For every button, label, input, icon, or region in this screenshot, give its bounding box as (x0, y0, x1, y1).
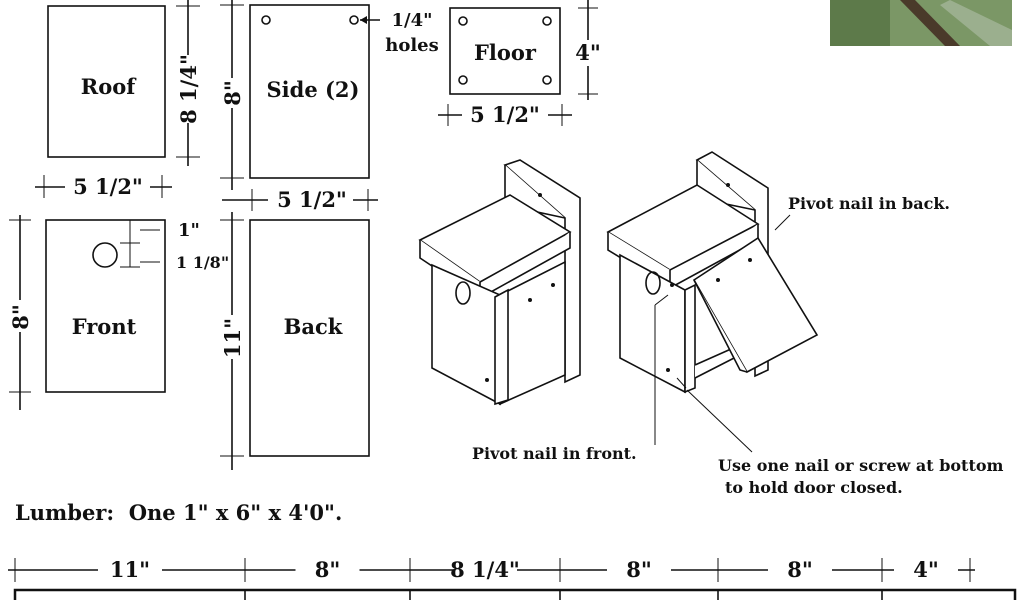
floor-label: Floor (474, 40, 537, 65)
pivot-back-note: Pivot nail in back. (788, 194, 950, 213)
cut-length-label: 8" (315, 557, 341, 582)
roof-height: 8 1/4" (176, 54, 201, 124)
cut-length-label: 4" (913, 557, 939, 582)
roof-label: Roof (81, 74, 137, 99)
front-label: Front (72, 314, 137, 339)
roof-width: 5 1/2" (73, 174, 143, 199)
annotation-leaders (654, 214, 791, 453)
bottom-nail-note-2: to hold door closed. (725, 478, 903, 497)
side-panel: Side (2) 8" 5 1/2" 1/4" holes (220, 0, 439, 212)
birdhouse-closed-drawing (418, 159, 581, 406)
front-hole-diameter: 1 1/8" (176, 253, 229, 272)
front-panel: Front 1" 1 1/8" 8" (8, 215, 229, 410)
side-height: 8" (220, 80, 245, 106)
cut-length-label: 8" (626, 557, 652, 582)
cut-list-dimensions: 11" 8" 8 1/4" 8" 8" 4" (8, 557, 1017, 600)
front-height: 8" (8, 304, 33, 330)
side-label: Side (2) (267, 77, 360, 102)
bottom-nail-note-1: Use one nail or screw at bottom (718, 456, 1004, 475)
floor-panel: Floor 4" 5 1/2" (438, 0, 604, 127)
holes-label: holes (385, 35, 439, 56)
pivot-front-note: Pivot nail in front. (472, 444, 637, 463)
back-height: 11" (220, 318, 245, 358)
roof-panel: Roof 8 1/4" 5 1/2" (35, 0, 201, 199)
back-panel: Back 11" (220, 212, 370, 470)
back-label: Back (284, 314, 343, 339)
front-hole-top: 1" (178, 220, 200, 241)
birdhouse-open-drawing (606, 151, 819, 394)
holes-size: 1/4" (391, 10, 432, 31)
floor-height: 4" (575, 40, 601, 65)
cut-length-label: 8" (787, 557, 813, 582)
floor-width: 5 1/2" (470, 102, 540, 127)
lumber-note: Lumber: One 1" x 6" x 4'0". (15, 500, 342, 525)
side-width: 5 1/2" (277, 187, 347, 212)
cut-length-label: 11" (110, 557, 150, 582)
bird-photo (830, 0, 1012, 46)
cut-length-label: 8 1/4" (450, 557, 520, 582)
